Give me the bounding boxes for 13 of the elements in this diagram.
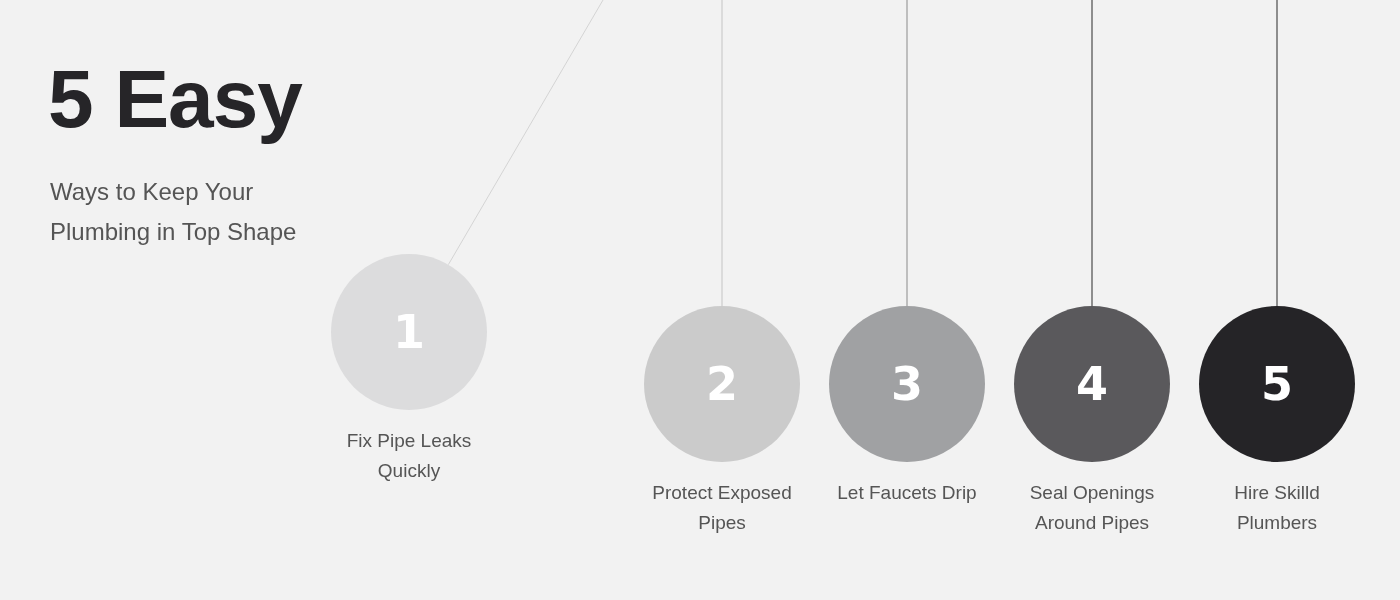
hanging-line: [1091, 0, 1093, 307]
step-caption: Fix Pipe Leaks Quickly: [345, 429, 473, 483]
step-number: 5: [1261, 357, 1293, 411]
hanging-line: [906, 0, 908, 307]
step-caption: Seal Openings Around Pipes: [1028, 481, 1156, 535]
step-number: 3: [891, 357, 923, 411]
step-caption: Protect Exposed Pipes: [651, 481, 793, 535]
hanging-line: [447, 0, 604, 266]
hanging-line: [1276, 0, 1278, 307]
step-caption: Let Faucets Drip: [836, 481, 978, 505]
step-number: 4: [1076, 357, 1108, 411]
subtitle: Ways to Keep Your Plumbing in Top Shape: [50, 177, 298, 247]
step-caption: Hire Skilld Plumbers: [1233, 481, 1321, 535]
